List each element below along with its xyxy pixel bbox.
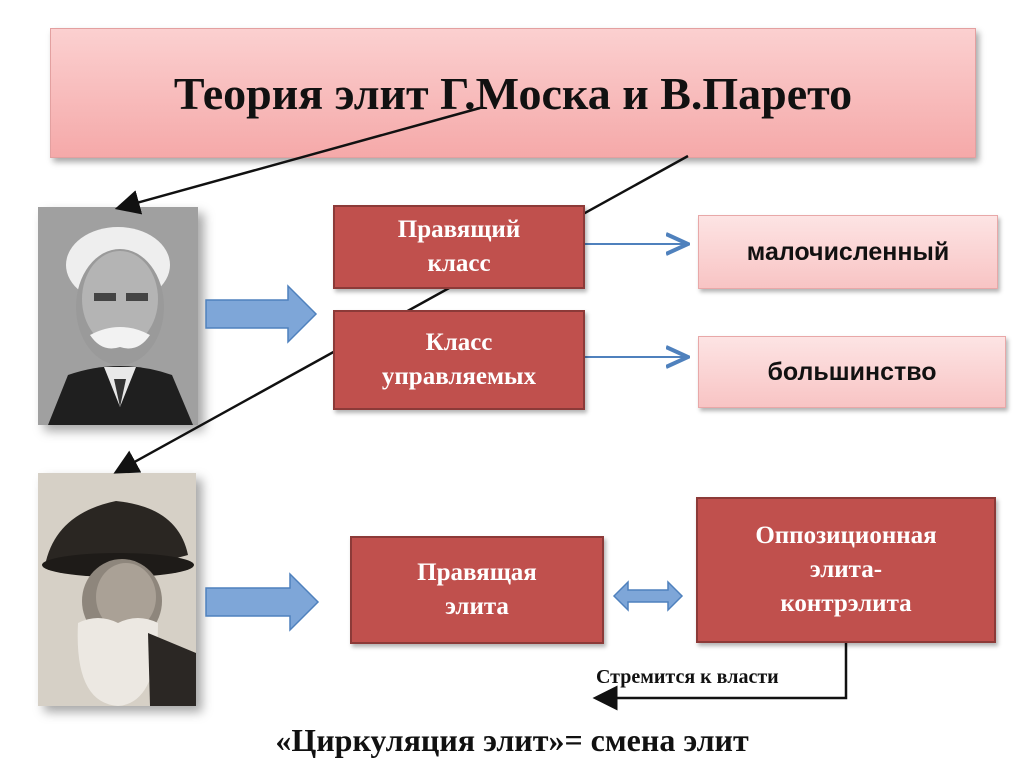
- portrait-pareto: [38, 473, 196, 706]
- minority-label: малочисленный: [746, 237, 950, 266]
- strive-arrow: [592, 640, 848, 711]
- minority-box: малочисленный: [698, 215, 998, 289]
- ruled-class-box: Класс управляемых: [333, 310, 585, 410]
- ruled-class-label: Класс управляемых: [381, 329, 537, 390]
- block-arrow-mosca: [205, 284, 318, 344]
- footer-text: «Циркуляция элит»= смена элит: [275, 722, 749, 758]
- ruling-elite-box: Правящая элита: [350, 536, 604, 644]
- block-arrow-pareto: [205, 572, 320, 632]
- pointer-line-mosca: [114, 106, 481, 215]
- strive-text: Стремится к власти: [596, 666, 779, 688]
- footer-caption: «Циркуляция элит»= смена элит: [0, 722, 1024, 759]
- page-title: Теория элит Г.Моска и В.Парето: [173, 67, 853, 119]
- strive-caption: Стремится к власти: [596, 666, 836, 689]
- portrait-mosca: [38, 207, 198, 425]
- double-arrow: [612, 580, 684, 612]
- ruling-class-box: Правящий класс: [333, 205, 585, 289]
- majority-label: большинство: [767, 357, 937, 386]
- ruling-class-label: Правящий класс: [397, 216, 521, 277]
- title-banner: Теория элит Г.Моска и В.Парето: [50, 28, 976, 158]
- ruling-elite-label: Правящая элита: [417, 559, 537, 620]
- opposition-elite-box: Оппозиционная элита- контрэлита: [696, 497, 996, 643]
- majority-box: большинство: [698, 336, 1006, 408]
- opposition-elite-label: Оппозиционная элита- контрэлита: [755, 522, 937, 617]
